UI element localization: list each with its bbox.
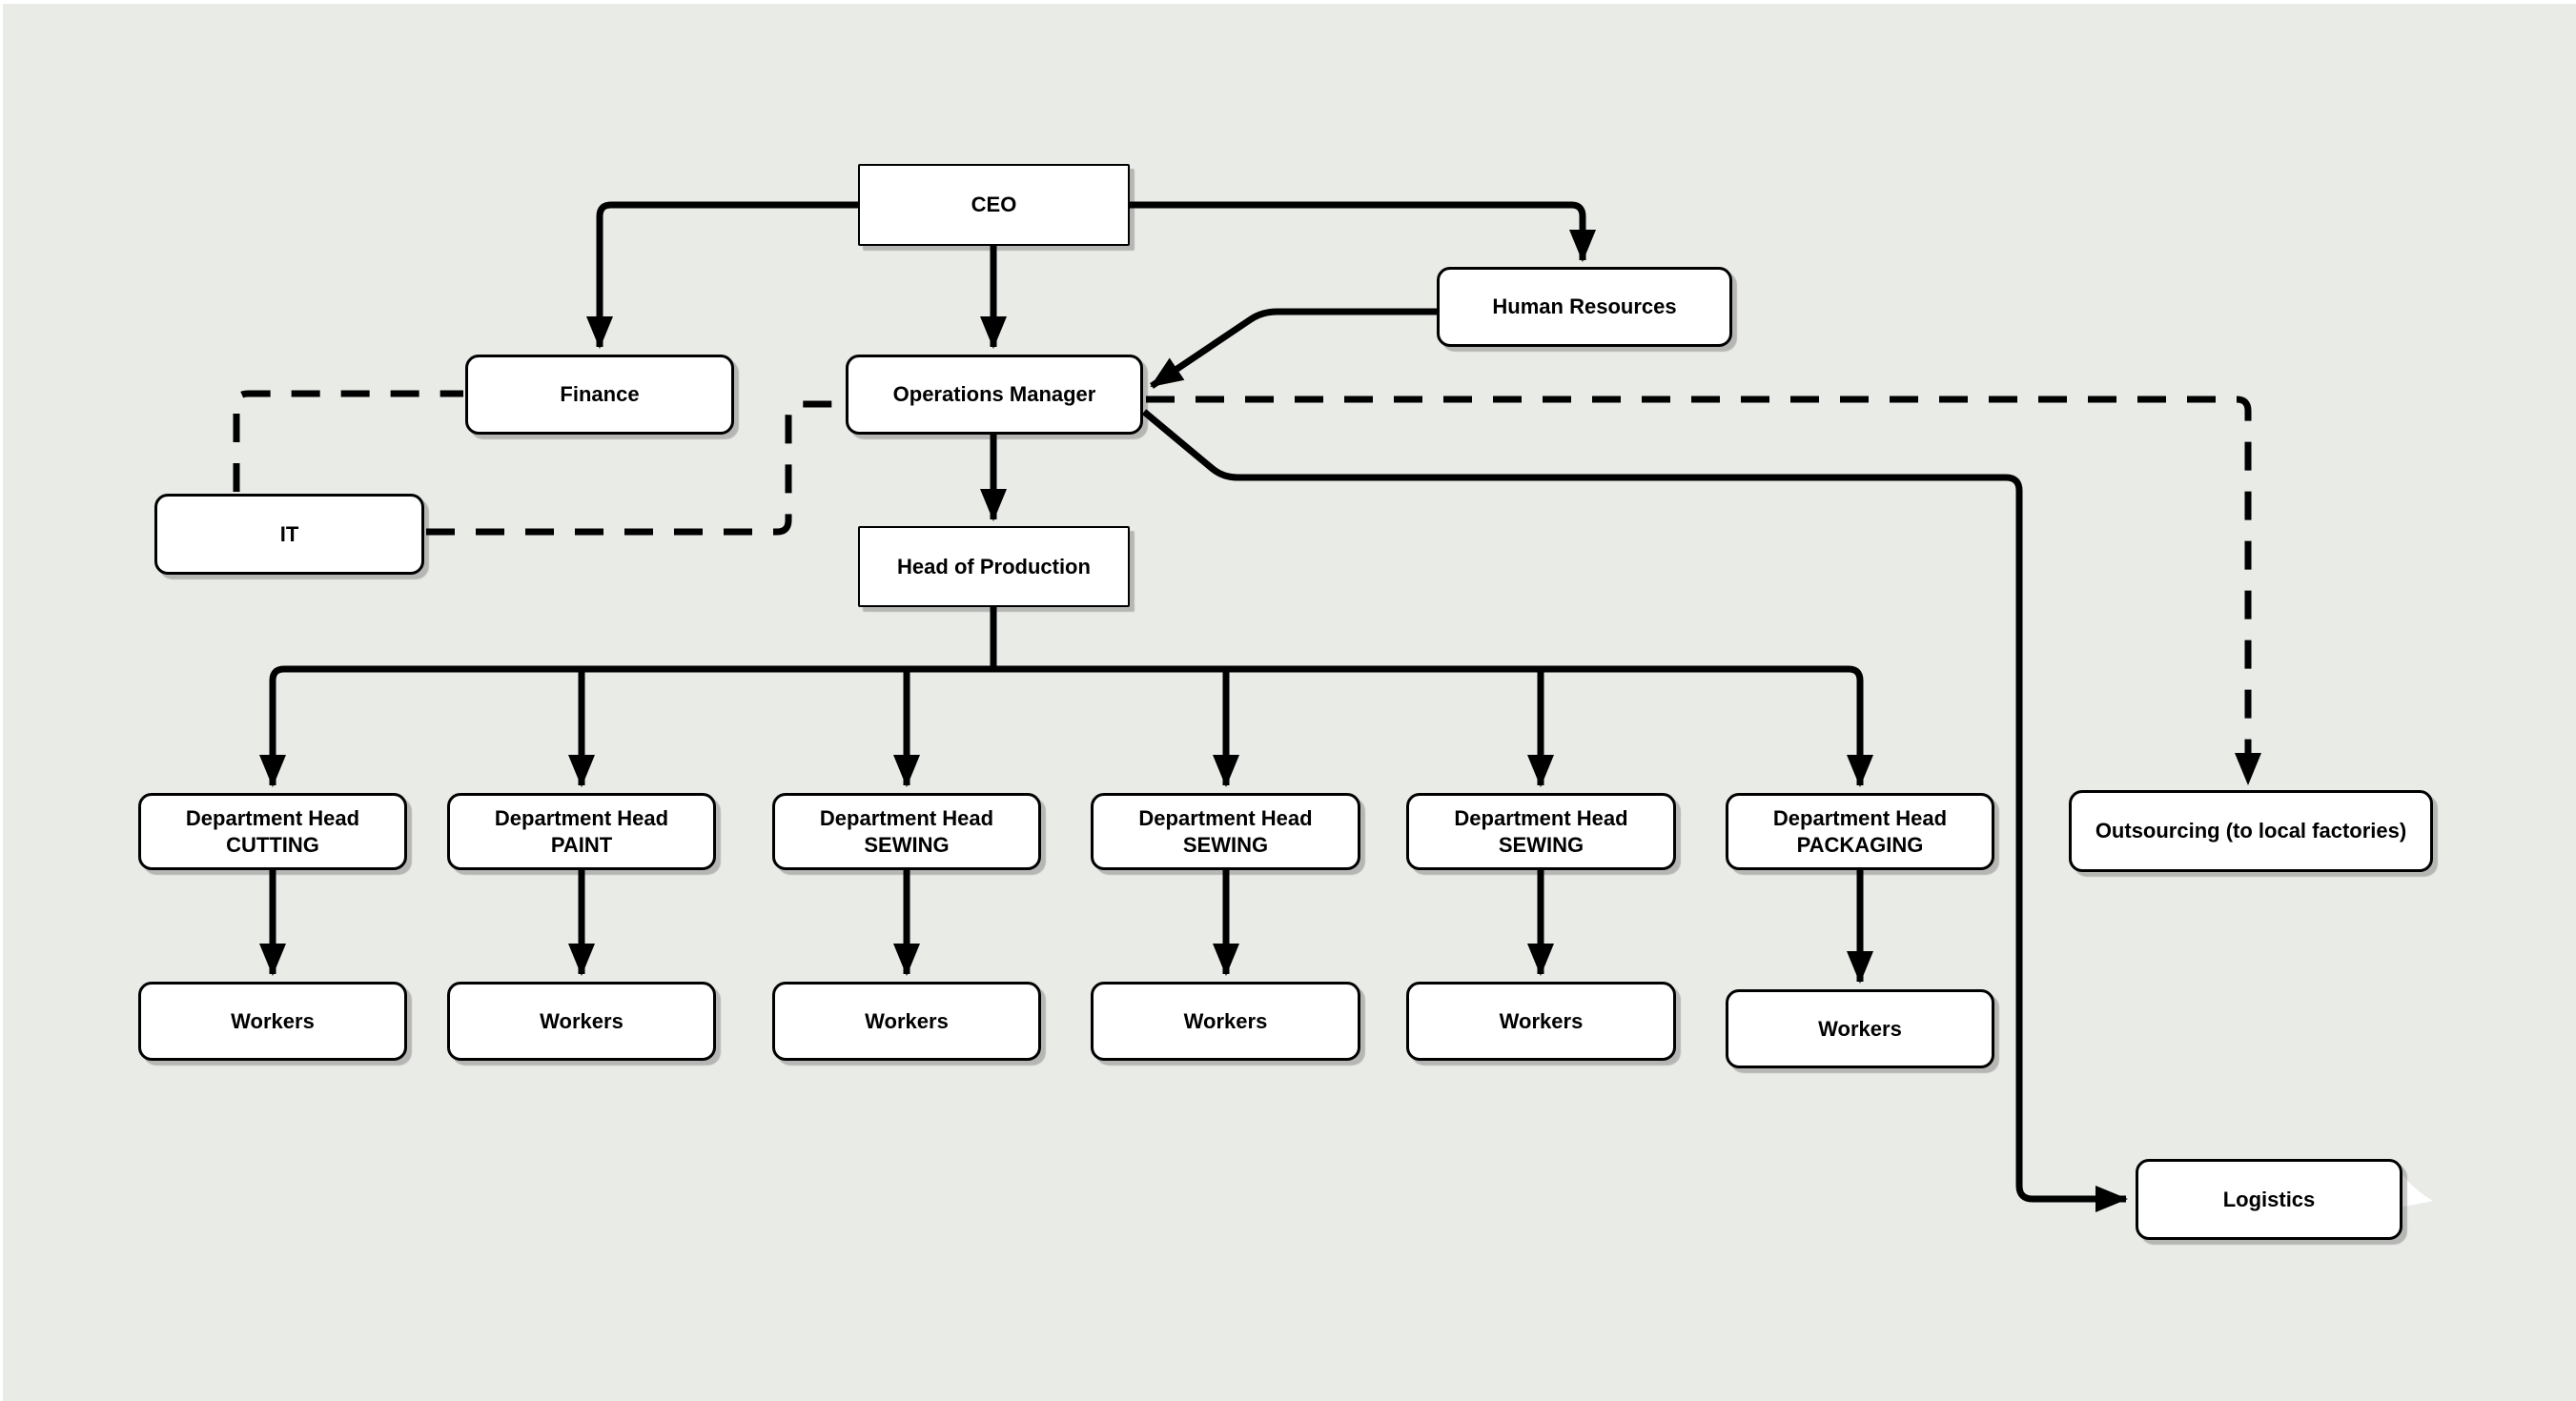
node-dept-head-packaging[interactable]: Department Head PACKAGING — [1726, 793, 1994, 870]
node-head-of-production-label: Head of Production — [897, 554, 1091, 579]
node-finance-label: Finance — [560, 382, 640, 406]
node-workers-sewing-2-label: Workers — [1183, 1008, 1268, 1033]
node-workers-cutting[interactable]: Workers — [138, 982, 407, 1061]
node-workers-sewing-2[interactable]: Workers — [1091, 982, 1360, 1061]
node-ceo-label: CEO — [971, 193, 1017, 216]
node-dept-head-sewing-1[interactable]: Department Head SEWING — [772, 793, 1041, 870]
node-dept-head-cutting-label: Department Head CUTTING — [185, 805, 360, 857]
node-outsourcing-label: Outsourcing (to local factories) — [2095, 819, 2407, 843]
node-workers-cutting-label: Workers — [231, 1008, 315, 1033]
edge-ceo-finance — [586, 201, 858, 349]
node-workers-sewing-1[interactable]: Workers — [772, 982, 1041, 1061]
node-dept-head-sewing-2-label: Department Head SEWING — [1138, 805, 1313, 857]
node-dept-head-packaging-label: Department Head PACKAGING — [1772, 805, 1948, 857]
node-dept-head-paint-label: Department Head PAINT — [494, 805, 669, 857]
node-dept-head-sewing-3-label: Department Head SEWING — [1454, 805, 1628, 857]
edge-human-resources-operations-manager — [1150, 308, 1437, 389]
edge-head-of-production-bar — [269, 665, 1864, 690]
node-dept-head-cutting[interactable]: Department Head CUTTING — [138, 793, 407, 870]
node-human-resources[interactable]: Human Resources — [1437, 267, 1732, 347]
edge-operations-manager-outsourcing — [1146, 396, 2261, 785]
node-workers-sewing-1-label: Workers — [865, 1008, 949, 1033]
node-operations-manager[interactable]: Operations Manager — [846, 355, 1143, 435]
node-workers-sewing-3[interactable]: Workers — [1406, 982, 1676, 1061]
node-it-label: IT — [279, 521, 299, 546]
node-outsourcing[interactable]: Outsourcing (to local factories) — [2069, 790, 2433, 872]
node-finance[interactable]: Finance — [465, 355, 734, 435]
node-logistics-label: Logistics — [2222, 1187, 2316, 1211]
node-dept-head-sewing-1-label: Department Head SEWING — [819, 805, 994, 857]
node-workers-paint-label: Workers — [540, 1008, 624, 1033]
edge-operations-manager-logistics — [1141, 409, 2128, 1212]
node-workers-paint[interactable]: Workers — [447, 982, 716, 1061]
node-head-of-production[interactable]: Head of Production — [858, 526, 1130, 607]
node-dept-head-sewing-3[interactable]: Department Head SEWING — [1406, 793, 1676, 870]
node-dept-head-sewing-2[interactable]: Department Head SEWING — [1091, 793, 1360, 870]
node-workers-packaging[interactable]: Workers — [1726, 989, 1994, 1068]
node-dept-head-paint[interactable]: Department Head PAINT — [447, 793, 716, 870]
edge-it-operations-manager — [426, 400, 843, 536]
node-it[interactable]: IT — [154, 494, 424, 575]
edge-ceo-human-resources — [1128, 201, 1596, 262]
node-workers-packaging-label: Workers — [1818, 1016, 1902, 1041]
node-logistics[interactable]: Logistics — [2136, 1159, 2402, 1240]
node-ceo[interactable]: CEO — [858, 164, 1130, 246]
node-workers-sewing-3-label: Workers — [1499, 1008, 1584, 1033]
node-human-resources-label: Human Resources — [1492, 294, 1677, 318]
edge-it-finance — [233, 390, 463, 492]
node-operations-manager-label: Operations Manager — [892, 382, 1096, 406]
